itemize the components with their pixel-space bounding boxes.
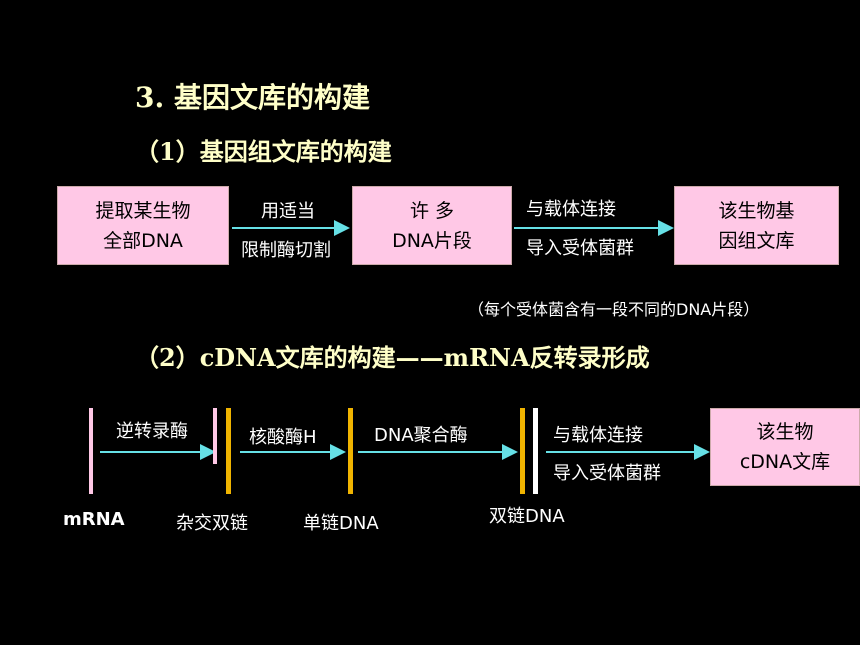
box-dna-fragments: 许 多 DNA片段 (352, 186, 512, 265)
box-extract-dna: 提取某生物 全部DNA (57, 186, 229, 265)
section1-note: （每个受体菌含有一段不同的DNA片段） (468, 300, 760, 319)
dna-polymerase-label: DNA聚合酶 (374, 425, 468, 446)
hybrid-strand-dna (226, 408, 231, 494)
single-strand-dna (348, 408, 353, 494)
arrow4-top-label: 与载体连接 (553, 425, 643, 446)
label-hybrid: 杂交双链 (176, 513, 248, 534)
reverse-transcriptase-label: 逆转录酶 (116, 421, 188, 442)
label-double-strand: 双链DNA (489, 506, 565, 527)
arrow4-bottom-label: 导入受体菌群 (553, 463, 661, 484)
rnase-h-label: 核酸酶H (249, 427, 317, 448)
heading: 3. 基因文库的构建 (135, 81, 370, 114)
box-fragments-line1: 许 多 (409, 199, 455, 222)
double-strand-dna-b (533, 408, 538, 494)
box-cdna-line2: cDNA文库 (739, 451, 831, 473)
arrow2-top-label: 与载体连接 (526, 199, 616, 220)
box-extract-line1: 提取某生物 (95, 199, 191, 222)
label-single-strand: 单链DNA (303, 513, 379, 534)
box-genome-library: 该生物基 因组文库 (674, 186, 839, 265)
box-library-line2: 因组文库 (718, 229, 795, 252)
box-extract-line2: 全部DNA (103, 229, 183, 252)
box-cdna-line1: 该生物 (756, 421, 814, 443)
box-cdna-library: 该生物 cDNA文库 (710, 408, 860, 486)
section1-title: （1）基因组文库的构建 (135, 137, 392, 166)
hybrid-strand-rna (213, 408, 217, 464)
box-fragments-line2: DNA片段 (392, 229, 472, 252)
arrow1-bottom-label: 限制酶切割 (241, 240, 331, 261)
arrow2-bottom-label: 导入受体菌群 (526, 238, 634, 259)
arrow1-top-label: 用适当 (261, 201, 315, 222)
mrna-strand (89, 408, 93, 494)
label-mrna: mRNA (63, 509, 125, 530)
double-strand-dna-a (520, 408, 525, 494)
section2-title: （2）cDNA文库的构建——mRNA反转录形成 (135, 343, 650, 372)
box-library-line1: 该生物基 (718, 199, 795, 222)
